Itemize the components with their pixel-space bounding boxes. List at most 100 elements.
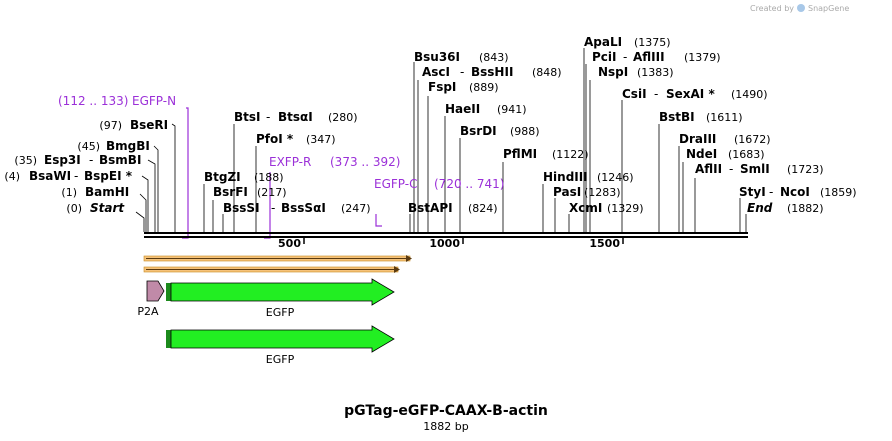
- site-bsu36i[interactable]: Bsu36I (843): [414, 50, 509, 64]
- svg-text:(848): (848): [532, 66, 562, 79]
- svg-text:EGFP-C: EGFP-C: [374, 177, 417, 191]
- site-ndei[interactable]: NdeI (1683): [686, 147, 765, 161]
- p2a-label: P2A: [137, 305, 159, 318]
- site-nspi[interactable]: NspI (1383): [598, 65, 674, 79]
- credit-brand: SnapGene: [808, 4, 849, 13]
- svg-text:(1611): (1611): [706, 111, 743, 124]
- svg-text:BseRI: BseRI: [130, 118, 168, 132]
- svg-text:(112 .. 133): (112 .. 133): [58, 94, 128, 108]
- orange-feature-bar-1[interactable]: [143, 255, 412, 262]
- site-styi[interactable]: StyI - NcoI (1859): [739, 185, 857, 199]
- svg-text:(373 .. 392): (373 .. 392): [330, 155, 400, 169]
- site-draiii[interactable]: DraIII (1672): [679, 132, 771, 146]
- svg-text:BssHII: BssHII: [471, 65, 513, 79]
- tick-label-1000: 1000: [429, 237, 460, 250]
- site-pflmi[interactable]: PflMI (1122): [503, 147, 589, 161]
- site-haeii[interactable]: HaeII (941): [445, 102, 527, 116]
- site-hindiii[interactable]: HindIII (1246): [543, 170, 634, 184]
- site-bstapi[interactable]: BstAPI (824): [408, 201, 498, 215]
- egfp-hatch-start-1: [166, 283, 171, 301]
- site-aflii[interactable]: AflII - SmlI (1723): [695, 162, 824, 176]
- svg-text:(1672): (1672): [734, 133, 771, 146]
- svg-text:(1723): (1723): [787, 163, 824, 176]
- svg-text:(824): (824): [468, 202, 498, 215]
- svg-text:(35): (35): [14, 154, 37, 167]
- primer-egfp-c[interactable]: EGFP-C (720 .. 741): [374, 177, 504, 191]
- tick-label-500: 500: [278, 237, 301, 250]
- egfp-feature-1[interactable]: EGFP: [166, 278, 395, 319]
- primer-egfp-n[interactable]: (112 .. 133) EGFP-N: [58, 94, 176, 108]
- primer-exfp-r[interactable]: EXFP-R (373 .. 392): [269, 155, 400, 169]
- site-apali[interactable]: ApaLI (1375): [584, 35, 671, 49]
- backbone-bottom-strand: [144, 236, 748, 238]
- site-fspi[interactable]: FspI (889): [428, 80, 499, 94]
- site-bamhi[interactable]: (1) BamHI: [61, 185, 129, 199]
- svg-text:StyI: StyI: [739, 185, 766, 199]
- scale-ticks: [303, 238, 624, 244]
- site-start[interactable]: (0) Start: [66, 201, 125, 215]
- svg-text:ApaLI: ApaLI: [584, 35, 622, 49]
- credit-prefix: Created by: [750, 4, 794, 13]
- svg-text:(941): (941): [497, 103, 527, 116]
- svg-text:-: -: [654, 87, 658, 101]
- svg-text:-: -: [266, 110, 270, 124]
- svg-text:(0): (0): [66, 202, 82, 215]
- svg-text:(280): (280): [328, 111, 358, 124]
- backbone-top-strand: [144, 232, 748, 234]
- svg-text:(843): (843): [479, 51, 509, 64]
- svg-text:-: -: [729, 162, 733, 176]
- svg-text:(217): (217): [257, 186, 287, 199]
- svg-text:(1379): (1379): [684, 51, 721, 64]
- egfp-hatch-start-2: [166, 330, 171, 348]
- svg-text:PflMI: PflMI: [503, 147, 537, 161]
- svg-text:(247): (247): [341, 202, 371, 215]
- site-bsssi[interactable]: BssSI - BssSαI (247): [223, 201, 371, 215]
- site-bmgbi[interactable]: (45) BmgBI: [77, 139, 149, 153]
- svg-text:PasI: PasI: [553, 185, 581, 199]
- svg-text:-: -: [460, 65, 464, 79]
- site-end[interactable]: End (1882): [747, 201, 824, 215]
- svg-text:BsmBI: BsmBI: [99, 153, 141, 167]
- plasmid-length: 1882 bp: [423, 420, 468, 433]
- site-esp3i[interactable]: (35) Esp3I - BsmBI: [14, 153, 141, 167]
- snapgene-logo-icon: [797, 4, 805, 12]
- egfp-feature-2[interactable]: EGFP: [166, 325, 395, 366]
- svg-text:(188): (188): [254, 171, 284, 184]
- svg-text:PciI: PciI: [592, 50, 617, 64]
- svg-text:(1): (1): [61, 186, 77, 199]
- svg-text:Esp3I: Esp3I: [44, 153, 81, 167]
- site-csii[interactable]: CsiI - SexAI * (1490): [622, 87, 768, 101]
- svg-text:(889): (889): [469, 81, 499, 94]
- site-btsi[interactable]: BtsI - BtsαI (280): [234, 110, 358, 124]
- site-pcii[interactable]: PciI - AflIII (1379): [592, 50, 721, 64]
- svg-text:(988): (988): [510, 125, 540, 138]
- svg-text:-: -: [623, 50, 627, 64]
- svg-text:-: -: [271, 201, 275, 215]
- svg-text:BstBI: BstBI: [659, 110, 695, 124]
- svg-text:-: -: [769, 185, 773, 199]
- site-bseri[interactable]: (97) BseRI: [99, 118, 168, 132]
- site-xcmi[interactable]: XcmI (1329): [569, 201, 644, 215]
- svg-text:Start: Start: [90, 201, 125, 215]
- svg-text:(1882): (1882): [787, 202, 824, 215]
- site-leader-lines: [135, 48, 747, 232]
- site-bsrfi[interactable]: BsrFI (217): [213, 185, 287, 199]
- site-btgzi[interactable]: BtgZI (188): [204, 170, 284, 184]
- svg-text:BssSαI: BssSαI: [281, 201, 326, 215]
- site-pasi[interactable]: PasI (1283): [553, 185, 621, 199]
- p2a-feature[interactable]: P2A: [137, 280, 165, 318]
- svg-text:EGFP-N: EGFP-N: [132, 94, 176, 108]
- svg-text:SmlI: SmlI: [740, 162, 770, 176]
- site-pfoi[interactable]: PfoI * (347): [256, 132, 336, 146]
- site-bsrdi[interactable]: BsrDI (988): [460, 124, 540, 138]
- plasmid-title: pGTag-eGFP-CAAX-B-actin: [344, 403, 548, 419]
- site-bsawi[interactable]: (4) BsaWI - BspEI *: [4, 169, 132, 183]
- orange-feature-bar-2[interactable]: [143, 266, 400, 273]
- svg-text:BsrDI: BsrDI: [460, 124, 497, 138]
- svg-text:(1122): (1122): [552, 148, 589, 161]
- svg-text:BmgBI: BmgBI: [106, 139, 150, 153]
- site-bstbi[interactable]: BstBI (1611): [659, 110, 743, 124]
- svg-text:BsaWI: BsaWI: [29, 169, 71, 183]
- site-asci[interactable]: AscI - BssHII (848): [422, 65, 562, 79]
- svg-text:BstAPI: BstAPI: [408, 201, 453, 215]
